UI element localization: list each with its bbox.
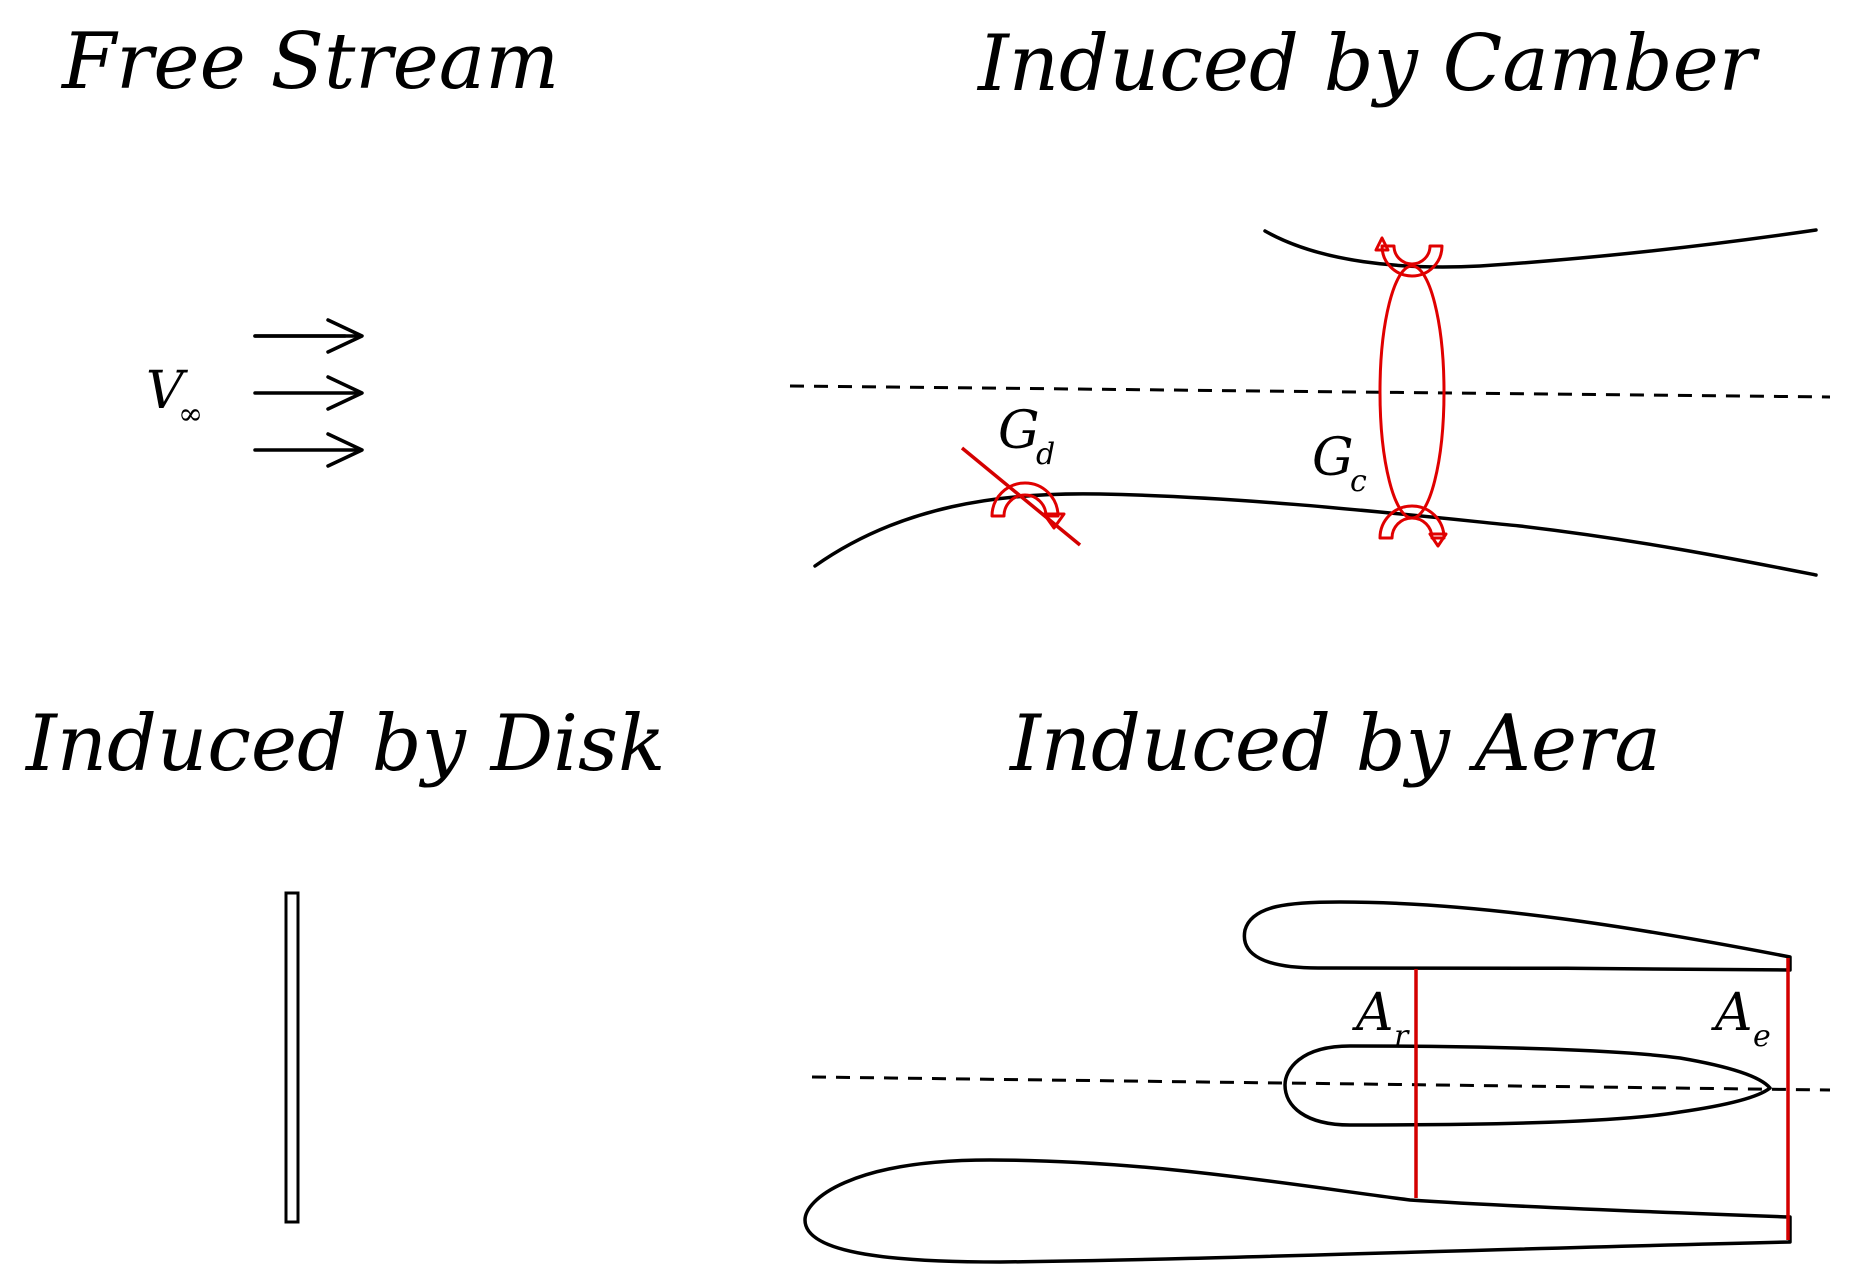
ar-subscript: r: [1394, 1019, 1410, 1054]
upper-duct-contour: [1263, 228, 1818, 269]
center-body: [1283, 1044, 1772, 1127]
ar-symbol: A: [1352, 983, 1394, 1043]
camber-centerline: [789, 384, 1831, 399]
gd-vortex: [960, 446, 1082, 547]
actuator-disk: [284, 891, 300, 1224]
lower-duct-contour: [813, 492, 1818, 577]
lower-nacelle: [803, 1158, 1792, 1264]
free-stream-arrows: [253, 318, 364, 468]
area-centerline: [811, 1075, 1831, 1092]
gd-subscript: d: [1036, 437, 1055, 472]
ae-symbol: A: [1711, 983, 1753, 1043]
free-stream-title: Free Stream: [60, 17, 559, 107]
area-title: Induced by Aera: [1008, 699, 1661, 789]
gc-vortex: [1374, 236, 1448, 548]
free-stream-panel: Free Stream V ∞: [60, 17, 559, 468]
velocity-symbol: V: [146, 361, 188, 421]
gd-symbol: G: [998, 401, 1040, 461]
free-stream-arrow: [253, 432, 364, 468]
free-stream-arrow: [253, 375, 364, 411]
disk-title: Induced by Disk: [24, 699, 665, 789]
velocity-subscript: ∞: [178, 397, 203, 432]
gc-subscript: c: [1350, 464, 1367, 499]
camber-panel: Induced by Camber G d G c: [789, 19, 1831, 577]
ae-subscript: e: [1753, 1019, 1771, 1054]
camber-title: Induced by Camber: [976, 19, 1761, 109]
upper-nacelle: [1242, 900, 1792, 972]
disk-panel: Induced by Disk: [24, 699, 665, 1224]
area-panel: Induced by Aera A r A e: [803, 699, 1831, 1264]
gc-symbol: G: [1312, 428, 1354, 488]
free-stream-arrow: [253, 318, 364, 354]
